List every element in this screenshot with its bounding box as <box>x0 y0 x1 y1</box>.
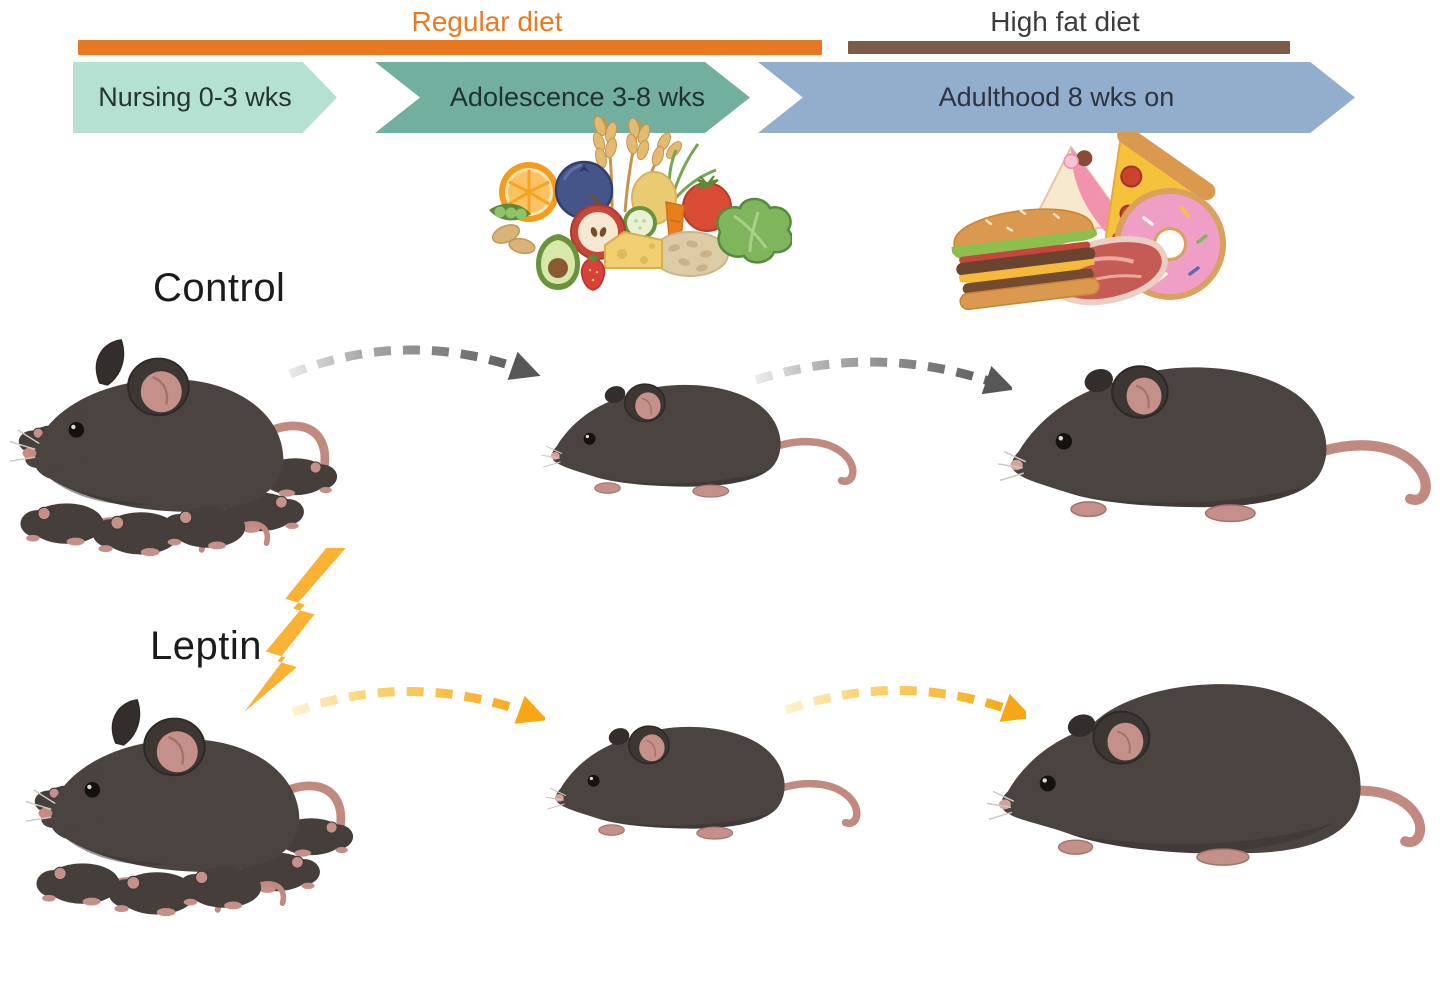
wheat-icon <box>592 115 682 215</box>
stage-arrow-adolescence-label: Adolescence 3-8 wks <box>449 82 706 112</box>
stage-arrow-adulthood: Adulthood 8 wks on <box>758 62 1355 133</box>
stage-arrow-nursing-label: Nursing 0-3 wks <box>98 82 292 112</box>
stage-arrow-nursing: Nursing 0-3 wks <box>73 62 337 133</box>
lightning-bolt-icon <box>244 548 346 713</box>
peanuts-icon <box>491 224 536 255</box>
cheese-wedge-icon <box>604 230 663 269</box>
regular-diet-bar <box>78 40 822 55</box>
leptin-arrow-1 <box>291 687 545 724</box>
control-row-label: Control <box>153 266 286 310</box>
leptin-row-label: Leptin <box>150 624 262 668</box>
lettuce-icon <box>716 197 792 264</box>
control-arrow-1 <box>288 345 541 380</box>
control-adult-mouse-illustration <box>996 322 1438 538</box>
junk-foods-icon <box>951 132 1226 310</box>
avocado-icon <box>536 234 580 290</box>
pea-pod-icon <box>489 203 531 221</box>
regular-diet-label: Regular diet <box>411 6 563 37</box>
stage-arrow-adolescence: Adolescence 3-8 wks <box>375 62 750 133</box>
healthy-foods-icon <box>489 115 792 291</box>
leptin-obese-adult-mouse-illustration <box>984 652 1440 886</box>
orange-slice-icon <box>499 162 559 222</box>
high-fat-diet-label: High fat diet <box>990 6 1140 37</box>
control-arrow-2 <box>754 357 1012 395</box>
oats-icon <box>651 231 729 277</box>
leptin-arrow-2 <box>784 686 1026 722</box>
stage-arrow-adulthood-label: Adulthood 8 wks on <box>938 82 1175 112</box>
burger-icon <box>951 208 1101 310</box>
high-fat-diet-bar <box>848 41 1290 54</box>
strawberry-icon <box>580 254 606 291</box>
